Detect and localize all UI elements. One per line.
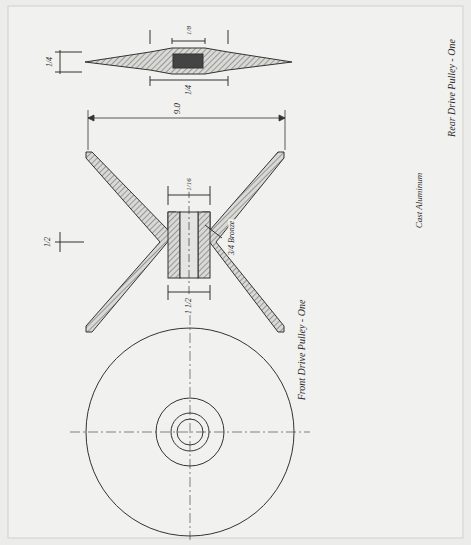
dimension-line: [88, 110, 285, 150]
front-pulley-section: [55, 152, 284, 332]
rear-pulley-section: [55, 30, 292, 86]
front-view: [70, 315, 310, 540]
dimension-text: 1 1/2: [185, 297, 193, 315]
view-title: Front Drive Pulley - One: [297, 299, 307, 402]
dimension-text: 3/4 Bronze: [228, 220, 236, 257]
dimension-text: 1/8: [185, 25, 192, 36]
dimension-text: 1/2: [44, 236, 52, 248]
material-note: Cast Aluminum: [416, 171, 425, 229]
dimension-text: 1/4: [46, 56, 54, 68]
sheet: [8, 6, 463, 538]
dimension-text: 9.0: [174, 101, 183, 114]
view-title: Rear Drive Pulley - One: [447, 38, 457, 138]
dimension-text: 1/16: [185, 177, 192, 191]
dimension-text: 1/4: [185, 84, 193, 96]
